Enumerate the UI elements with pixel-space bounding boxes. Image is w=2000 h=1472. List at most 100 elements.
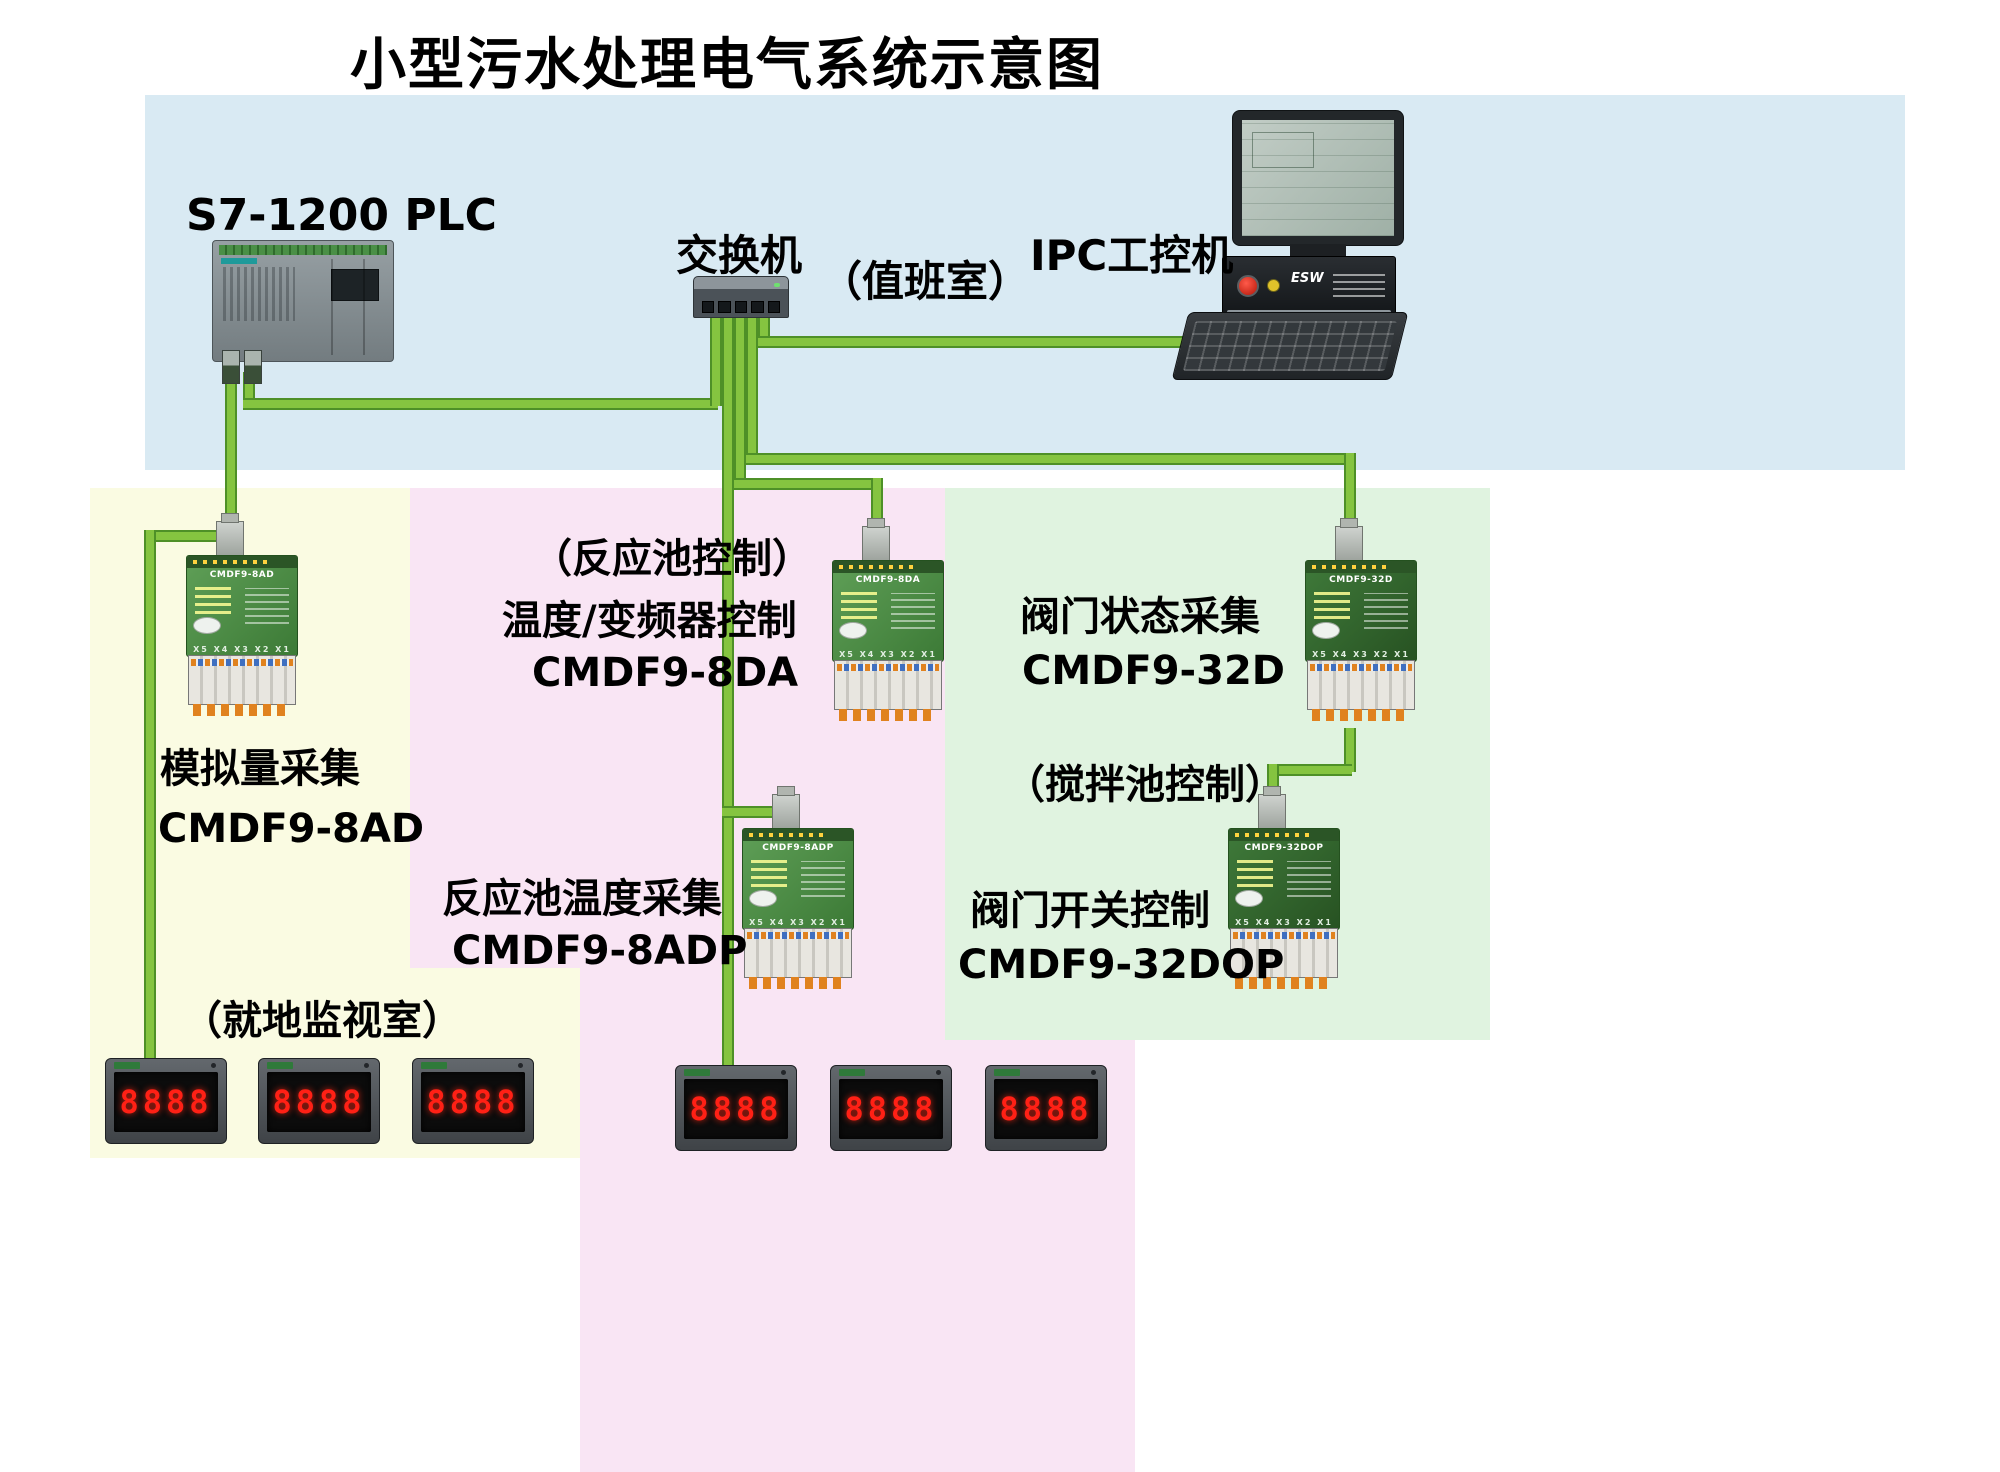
ipc-chassis: ESW [1222,256,1396,320]
module-name: CMDF9-32D [1329,575,1393,585]
meter-digits: 8888 [426,1083,520,1121]
valve-switch-control-label: 阀门开关控制 [970,888,1210,934]
keyboard-keys [1182,321,1398,371]
cable-switch-drop-plc [710,316,722,406]
cable-switch-drop-ipc [758,316,770,342]
panel-meter: 8888 [675,1065,797,1151]
plc-label: S7-1200 PLC [186,190,497,241]
meter-digits: 8888 [844,1090,938,1128]
cable-switch-drop-m2 [734,316,746,486]
module-label-block [1364,593,1408,629]
module-header [833,561,943,573]
module-label-block [801,861,845,897]
meter-digits: 8888 [272,1083,366,1121]
emergency-stop-button [1237,275,1259,297]
module-port-labels: X5 X4 X3 X2 X1 [193,645,291,654]
meter-digits: 8888 [689,1090,783,1128]
cmdf9-8adp-label: CMDF9-8ADP [452,928,748,974]
cmdf9-32d-label: CMDF9-32D [1022,648,1285,694]
cmd-logo [1312,622,1340,639]
cable-to-module2-v [871,478,883,528]
cable-module3-to-m5-v1 [1344,728,1356,772]
switch-port [702,301,715,313]
valve-status-acq-label: 阀门状态采集 [1020,594,1260,640]
module-name: CMDF9-8DA [855,575,921,585]
cable-to-module3-h [746,453,1352,465]
meter-brand-tag [994,1069,1020,1076]
cmdf9-8da-label: CMDF9-8DA [532,650,799,696]
switch-label: 交换机 [676,231,803,280]
module-header [187,556,297,568]
meter-digits: 8888 [999,1090,1093,1128]
switch-ports [702,301,781,313]
cable-switch-drop-m4-meters [722,316,734,1082]
cable-plc-to-switch [243,398,718,410]
ipc-label: IPC工控机 [1030,231,1234,280]
reaction-pool-control-label: （反应池控制） [532,536,812,582]
module-name: CMDF9-8ADP [762,843,834,853]
module-header [1229,829,1339,841]
ethernet-switch [693,276,789,318]
meter-display: 8888 [114,1072,218,1132]
cmd-logo [839,622,867,639]
cable-module1-to-meters [144,530,156,1082]
reaction-pool-zone-bottom [580,968,1135,1472]
module-header [743,829,853,841]
bus-connector [1335,518,1363,564]
module-name: CMDF9-32DOP [1244,843,1324,853]
module-body: CMDF9-32DOP X5 X4 X3 X2 X1 [1228,828,1340,930]
module-body: CMDF9-32D X5 X4 X3 X2 X1 [1305,560,1417,662]
bus-connector [216,513,244,559]
meter-display: 8888 [421,1072,525,1132]
module-port-labels: X5 X4 X3 X2 X1 [1312,650,1410,659]
meter-display: 8888 [684,1079,788,1139]
temp-vfd-control-label: 温度/变频器控制 [502,598,797,644]
module-led-block [1314,591,1350,619]
cmdf9-32dop-label: CMDF9-32DOP [958,942,1285,988]
cable-to-module3-v [1344,453,1356,528]
cable-plc-to-module1 [225,372,237,523]
monitor-stand [1290,244,1346,258]
module-body: CMDF9-8AD X5 X4 X3 X2 X1 [186,555,298,657]
meter-brand-tag [114,1062,140,1069]
indicator-button [1267,279,1280,292]
terminal-block [1230,928,1338,989]
ipc-screen [1242,120,1394,236]
module-led-block [1237,859,1273,887]
bus-connector [772,786,800,832]
plc-display [331,269,379,301]
meter-brand-tag [421,1062,447,1069]
terminal-block [834,660,942,721]
terminal-block [744,928,852,989]
switch-port [751,301,764,313]
reaction-temp-acq-label: 反应池温度采集 [442,876,722,922]
switch-port [767,301,781,313]
meter-display: 8888 [994,1079,1098,1139]
panel-meter: 8888 [412,1058,534,1144]
switch-port [718,301,731,313]
plc-module-seam [363,259,365,355]
module-label-block [245,588,289,624]
mixing-pool-control-label: （搅拌池控制） [1005,762,1285,808]
cmd-logo [193,617,221,634]
ipc-unit-text: ESW [1291,271,1324,286]
plc-s7-1200 [212,240,394,362]
module-body: CMDF9-8ADP X5 X4 X3 X2 X1 [742,828,854,930]
cmd-logo [749,890,777,907]
ipc-monitor [1232,110,1404,246]
bus-connector [862,518,890,564]
cmd-logo [1235,890,1263,907]
module-label-block [1287,861,1331,897]
panel-meter: 8888 [258,1058,380,1144]
module-body: CMDF9-8DA X5 X4 X3 X2 X1 [832,560,944,662]
duty-room-label: （值班室） [820,257,1031,306]
module-led-block [751,859,787,887]
module-port-labels: X5 X4 X3 X2 X1 [749,918,847,927]
module-led-block [841,591,877,619]
plc-module-seam [331,259,333,355]
plc-cable-plug [222,350,240,384]
module-port-labels: X5 X4 X3 X2 X1 [1235,918,1333,927]
analog-acquisition-label: 模拟量采集 [160,746,360,792]
plc-cable-plug [244,350,262,384]
